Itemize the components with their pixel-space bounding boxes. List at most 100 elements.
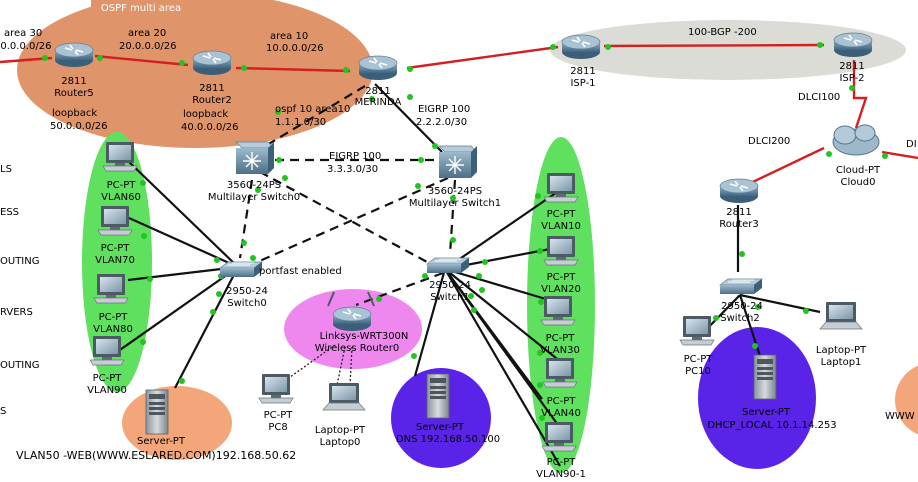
router5-icon[interactable] xyxy=(54,42,94,68)
router3-icon[interactable] xyxy=(719,178,759,204)
isp2-model: 2811 xyxy=(839,61,865,72)
isp2-router-icon[interactable] xyxy=(833,32,873,58)
ms0-model: 3560-24PS xyxy=(226,180,282,191)
merinda-router-icon[interactable] xyxy=(358,55,398,81)
pc-vlan20-icon[interactable] xyxy=(543,235,579,266)
pc90-name: VLAN90 xyxy=(87,385,127,396)
pc10-icon[interactable] xyxy=(679,315,715,346)
web-server-model: Server-PT xyxy=(137,436,185,447)
pc-vlan90-1-icon[interactable] xyxy=(541,421,577,452)
sidebar-item-2[interactable]: OUTING xyxy=(0,256,40,267)
laptop1-name: Laptop1 xyxy=(820,357,862,368)
sw1-name: Switch1 xyxy=(430,292,470,303)
sidebar-item-4[interactable]: OUTING xyxy=(0,360,40,371)
pc-vlan70-icon[interactable] xyxy=(97,205,133,236)
pc20-name: VLAN20 xyxy=(541,284,581,295)
pc-vlan10-icon[interactable] xyxy=(543,172,579,203)
area10-label: area 10 xyxy=(270,31,309,42)
multilayer-switch0-icon[interactable] xyxy=(235,141,275,175)
sw0-model: 2950-24 xyxy=(226,286,268,297)
isp1-name: ISP-1 xyxy=(570,78,596,89)
isp1-router-icon[interactable] xyxy=(561,34,601,60)
pc70-model: PC-PT xyxy=(100,243,130,254)
ms1-model: 3560-24PS xyxy=(427,186,483,197)
eigrp-merinda-net: 2.2.2.0/30 xyxy=(416,117,468,128)
switch2-icon[interactable] xyxy=(719,278,763,295)
pc60-name: VLAN60 xyxy=(101,192,141,203)
router2-name: Router2 xyxy=(192,95,232,106)
pc901-name: VLAN90-1 xyxy=(536,469,586,480)
laptop0-icon[interactable] xyxy=(322,382,366,411)
pc70-name: VLAN70 xyxy=(95,255,135,266)
vlan-group-left xyxy=(82,132,152,392)
edge-text-www: WWW xyxy=(885,411,915,422)
right-edge-zone xyxy=(895,365,918,435)
pc901-model: PC-PT xyxy=(546,457,576,468)
dhcp-server-icon[interactable] xyxy=(753,354,777,400)
sidebar-item-3[interactable]: RVERS xyxy=(0,307,33,318)
ospf10-label: ospf 10 area10 xyxy=(275,104,351,115)
loopback2-label: loopback xyxy=(183,109,229,120)
router3-name: Router3 xyxy=(719,219,759,230)
router3-model: 2811 xyxy=(726,207,752,218)
pc-vlan60-icon[interactable] xyxy=(102,141,138,172)
area30-net-label: 30.0.0.0/26 xyxy=(0,41,52,52)
eigrp-merinda-label: EIGRP 100 xyxy=(418,104,471,115)
vlan50-web-note: VLAN50 -WEB(WWW.ESLARED.COM)192.168.50.6… xyxy=(16,449,297,462)
sw1-model: 2950-24 xyxy=(429,280,471,291)
loopback5-label: loopback xyxy=(52,108,98,119)
pc8-model: PC-PT xyxy=(263,410,293,421)
router5-model: 2811 xyxy=(61,76,87,87)
loopback2-net: 40.0.0.0/26 xyxy=(181,122,239,133)
wireless-router-icon[interactable] xyxy=(327,291,375,332)
sidebar-item-0[interactable]: LS xyxy=(0,164,12,175)
area20-label: area 20 xyxy=(128,28,167,39)
router5-name: Router5 xyxy=(54,88,94,99)
switch1-icon[interactable] xyxy=(426,257,470,274)
sw2-name: Switch2 xyxy=(720,313,760,324)
pc-vlan40-icon[interactable] xyxy=(542,357,578,388)
ms0-name: Multilayer Switch0 xyxy=(207,192,301,203)
eigrp-core-label: EIGRP 100 xyxy=(329,151,382,162)
pc8-name: PC8 xyxy=(268,422,288,433)
merinda-name: MERINDA xyxy=(354,97,402,108)
pc40-name: VLAN40 xyxy=(541,408,581,419)
sidebar-item-1[interactable]: ESS xyxy=(0,207,20,218)
merinda-model: 2811 xyxy=(365,86,391,97)
sw0-name: Switch0 xyxy=(227,298,267,309)
pc-vlan80-icon[interactable] xyxy=(93,273,129,304)
pc80-name: VLAN80 xyxy=(93,324,133,335)
ms1-name: Multilayer Switch1 xyxy=(408,198,502,209)
dlci100-label: DLCI100 xyxy=(798,92,841,103)
pc10b-name: PC10 xyxy=(685,366,711,377)
wrt-name: Wireless Router0 xyxy=(314,343,400,354)
switch0-icon[interactable] xyxy=(219,261,263,278)
edge-text-dl: DI xyxy=(906,139,917,150)
pc30-model: PC-PT xyxy=(545,333,575,344)
sidebar-item-5[interactable]: S xyxy=(0,406,7,417)
isp1-model: 2811 xyxy=(570,66,596,77)
pc-vlan90-icon[interactable] xyxy=(89,335,125,366)
multilayer-switch1-icon[interactable] xyxy=(438,145,478,179)
pc10-vlan-model: PC-PT xyxy=(546,209,576,220)
pc8-icon[interactable] xyxy=(258,373,294,404)
area10-net-label: 10.0.0.0/26 xyxy=(266,43,324,54)
cloud-icon[interactable] xyxy=(832,124,880,156)
dns-server-icon[interactable] xyxy=(426,373,450,419)
router2-icon[interactable] xyxy=(192,50,232,76)
eigrp-core-net: 3.3.3.0/30 xyxy=(327,164,379,175)
pc10b-model: PC-PT xyxy=(683,354,713,365)
ospf-area-zone xyxy=(17,0,373,148)
laptop1-icon[interactable] xyxy=(819,301,863,330)
cloud-name: Cloud0 xyxy=(840,177,876,188)
router2-model: 2811 xyxy=(199,83,225,94)
dns-server-name: DNS 192.168.50.100 xyxy=(395,434,501,445)
pc-vlan30-icon[interactable] xyxy=(540,295,576,326)
ospf10-net: 1.1.1.0/30 xyxy=(275,117,327,128)
pc30-name: VLAN30 xyxy=(540,345,580,356)
dhcp-server-name: DHCP_LOCAL 10.1.14.253 xyxy=(707,420,837,431)
laptop0-model: Laptop-PT xyxy=(314,425,366,436)
web-server-icon[interactable] xyxy=(145,389,169,435)
pc60-model: PC-PT xyxy=(106,180,136,191)
